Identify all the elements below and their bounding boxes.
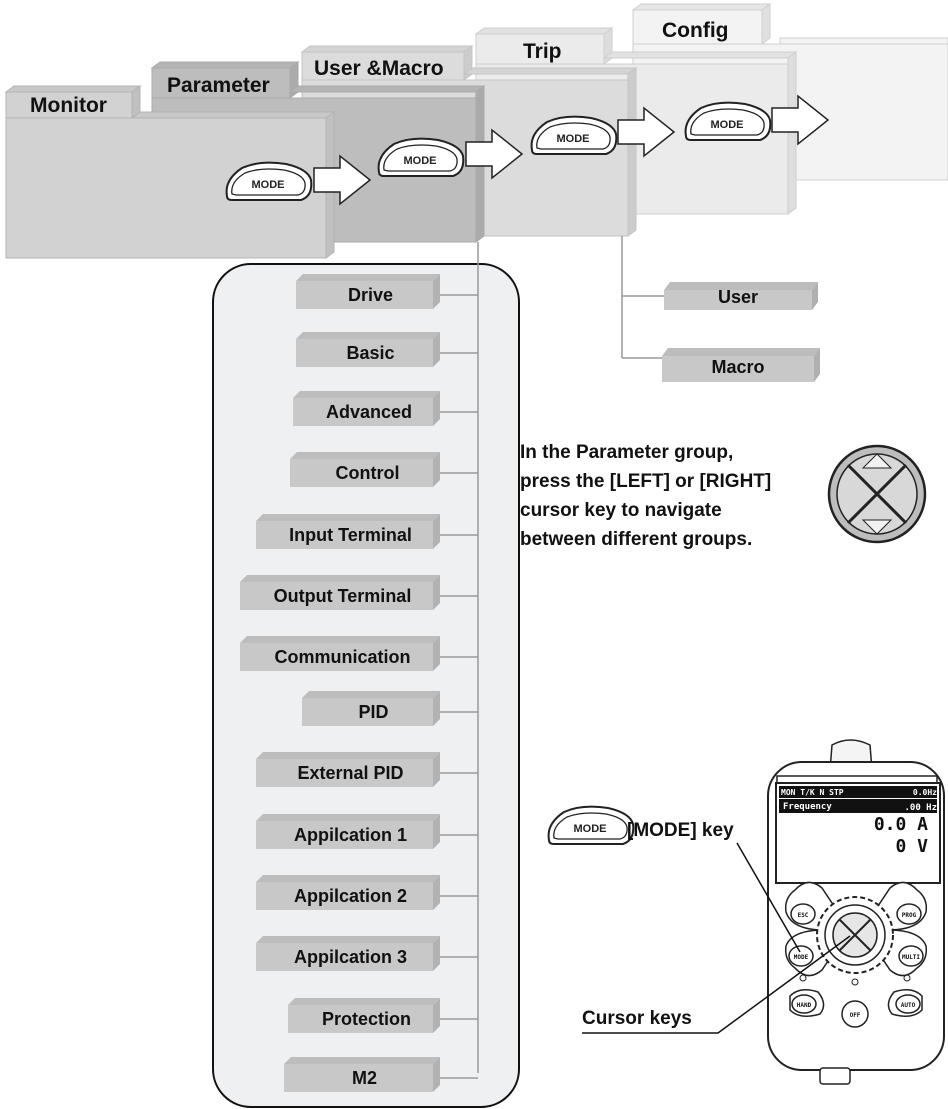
off-key[interactable]	[841, 1000, 869, 1028]
parameter-group-label: Protection	[322, 1009, 411, 1029]
svg-text:PROG: PROG	[902, 912, 917, 919]
parameter-group-label: Output Terminal	[274, 586, 412, 606]
prog-key[interactable]	[896, 903, 922, 925]
svg-text:OFF: OFF	[850, 1012, 861, 1019]
parameter-group-input-terminal[interactable]: Input Terminal	[256, 514, 440, 549]
parameter-group-label: Appilcation 1	[294, 825, 407, 845]
mode-key-leader-line	[736, 842, 801, 953]
parameter-tab-label: Parameter	[167, 74, 270, 97]
parameter-group-panel	[212, 263, 520, 1108]
svg-text:cursor key to navigate: cursor key to navigate	[520, 500, 722, 521]
esc-key[interactable]	[790, 903, 816, 925]
parameter-group-output-terminal[interactable]: Output Terminal	[240, 575, 440, 610]
svg-text:0.0Hz: 0.0Hz	[913, 788, 937, 797]
keypad-cursor-keys-icon[interactable]	[832, 912, 878, 958]
svg-text:Frequency: Frequency	[783, 802, 832, 812]
mode-button-2[interactable]: MODE	[377, 137, 465, 177]
parameter-group-label: Appilcation 2	[294, 886, 407, 906]
mode-button-4[interactable]: MODE	[684, 101, 772, 141]
keypad-lcd: MON T/K N STP 0.0Hz Frequency .00 Hz 0.0…	[775, 782, 941, 884]
user-group-box[interactable]: User	[664, 282, 818, 310]
parameter-group-label: External PID	[297, 763, 403, 783]
parameter-group-label: Input Terminal	[289, 525, 412, 545]
svg-text:.00 Hz: .00 Hz	[904, 803, 937, 813]
svg-text:MODE: MODE	[711, 119, 744, 131]
monitor-tab-label: Monitor	[30, 94, 107, 117]
cursor-keys-label: Cursor keys	[582, 1008, 692, 1029]
parameter-group-appilcation-2[interactable]: Appilcation 2	[256, 875, 440, 910]
svg-text:MODE: MODE	[557, 133, 590, 145]
parameter-group-m2[interactable]: M2	[284, 1057, 440, 1092]
keypad-buttons: ESC PROG MODE MULTI HAND AUTO OFF	[784, 881, 928, 1028]
parameter-group-advanced[interactable]: Advanced	[293, 391, 440, 426]
svg-text:MODE: MODE	[574, 823, 607, 835]
hand-key[interactable]	[791, 994, 817, 1014]
parameter-group-label: M2	[352, 1068, 377, 1088]
svg-text:AUTO: AUTO	[901, 1002, 916, 1009]
user-macro-connector	[621, 236, 664, 359]
cursor-keys-icon[interactable]	[827, 444, 927, 544]
svg-text:ESC: ESC	[798, 912, 809, 919]
svg-text:HAND: HAND	[797, 1002, 812, 1009]
parameter-group-drive[interactable]: Drive	[296, 274, 440, 309]
keypad-device: MON T/K N STP 0.0Hz Frequency .00 Hz 0.0…	[767, 739, 945, 1085]
parameter-group-communication[interactable]: Communication	[240, 636, 440, 671]
mode-key-label: [MODE] key	[627, 820, 734, 841]
config-tab-label: Config	[662, 19, 728, 42]
multi-key[interactable]	[898, 945, 924, 967]
svg-text:MON T/K N STP: MON T/K N STP	[781, 788, 844, 797]
mode-button-1[interactable]: MODE	[225, 161, 313, 201]
trip-tab-label: Trip	[523, 40, 562, 63]
parameter-group-appilcation-1[interactable]: Appilcation 1	[256, 814, 440, 849]
svg-text:User: User	[718, 287, 758, 307]
cursor-keys-leader-line	[582, 935, 851, 1034]
parameter-group-appilcation-3[interactable]: Appilcation 3	[256, 936, 440, 971]
parameter-group-control[interactable]: Control	[290, 452, 440, 487]
svg-text:0 V: 0 V	[895, 836, 928, 857]
parameter-group-label: Control	[336, 463, 400, 483]
auto-key[interactable]	[895, 994, 921, 1014]
svg-text:MULTI: MULTI	[902, 954, 920, 961]
mode-key-callout-icon: MODE	[547, 805, 635, 845]
svg-text:In the Parameter group,: In the Parameter group,	[520, 442, 733, 463]
parameter-group-label: Advanced	[326, 402, 412, 422]
mode-key[interactable]	[788, 945, 814, 967]
svg-text:0.0 A: 0.0 A	[874, 814, 928, 835]
svg-text:MODE: MODE	[252, 179, 285, 191]
parameter-group-label: PID	[358, 702, 388, 722]
parameter-group-label: Appilcation 3	[294, 947, 407, 967]
svg-text:Macro: Macro	[711, 357, 764, 377]
mode-button-3[interactable]: MODE	[530, 115, 618, 155]
parameter-group-label: Drive	[348, 285, 393, 305]
parameter-group-basic[interactable]: Basic	[296, 332, 440, 367]
svg-text:MODE: MODE	[404, 155, 437, 167]
svg-text:press the [LEFT] or [RIGHT]: press the [LEFT] or [RIGHT]	[520, 471, 771, 492]
parameter-group-label: Communication	[274, 647, 410, 667]
svg-text:MODE: MODE	[794, 954, 809, 961]
macro-group-box[interactable]: Macro	[662, 348, 820, 382]
user-macro-tab-label: User &Macro	[314, 57, 444, 80]
parameter-group-external-pid[interactable]: External PID	[256, 752, 440, 787]
parameter-group-pid[interactable]: PID	[302, 691, 440, 726]
parameter-group-protection[interactable]: Protection	[288, 998, 440, 1033]
parameter-group-label: Basic	[346, 343, 394, 363]
instruction-text: In the Parameter group, press the [LEFT]…	[520, 442, 771, 550]
svg-text:between different groups.: between different groups.	[520, 529, 752, 550]
